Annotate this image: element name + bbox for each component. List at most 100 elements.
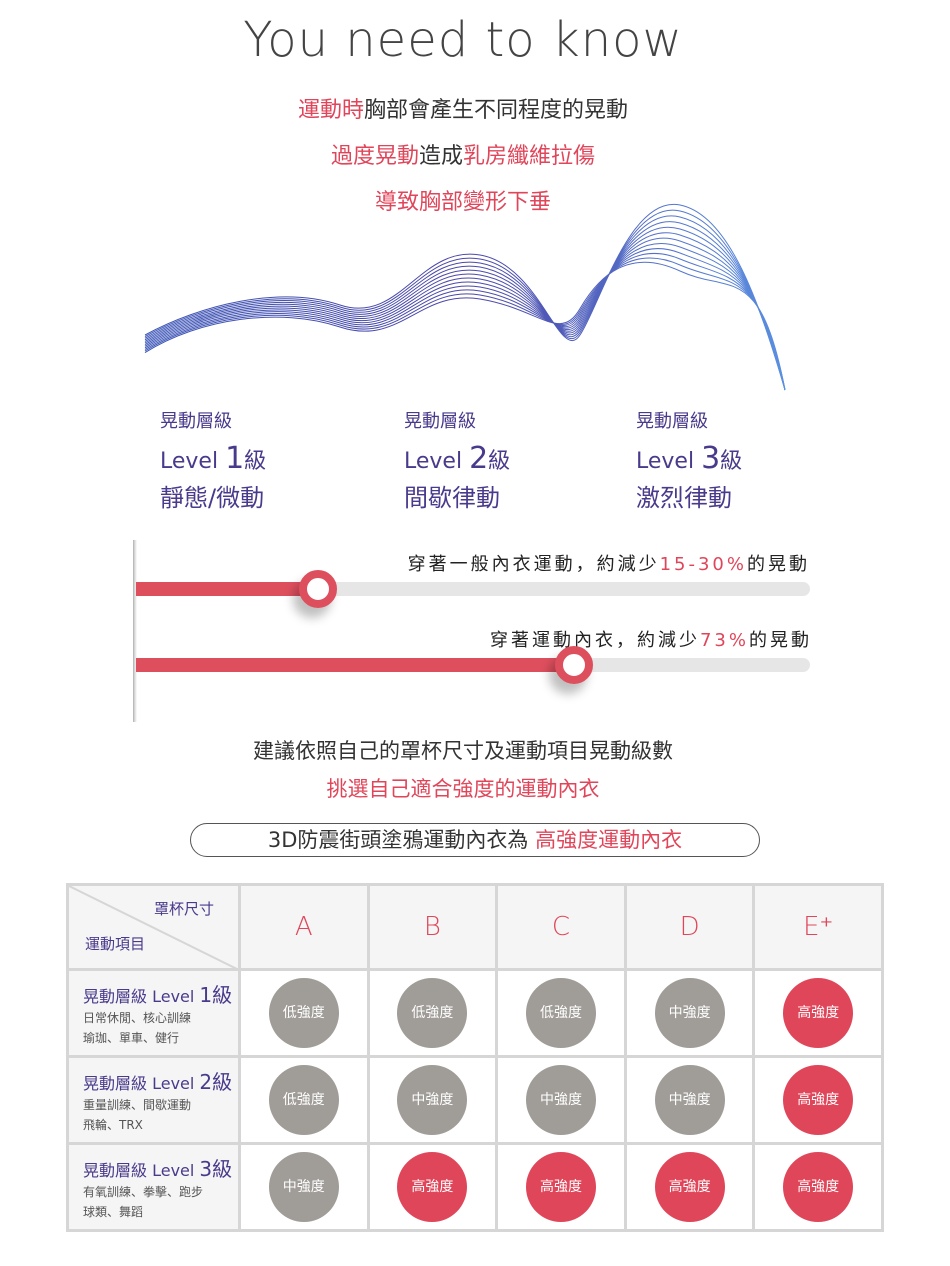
intensity-badge: 高強度 bbox=[783, 1065, 854, 1135]
bar-label-post: 的晃動 bbox=[747, 554, 810, 575]
bar-label-pre: 穿著一般內衣運動，約減少 bbox=[407, 554, 660, 575]
bar-label-pct: 73% bbox=[699, 630, 749, 651]
progress-knob bbox=[298, 570, 337, 608]
level-number: Level 3級 bbox=[636, 441, 742, 476]
row-sports-1: 重量訓練、間歇運動 bbox=[83, 1097, 192, 1112]
intro-segment: 造成 bbox=[418, 144, 463, 169]
column-header-C: C bbox=[495, 883, 627, 971]
table-cell: 中強度 bbox=[366, 1055, 499, 1145]
level-digit: 1 bbox=[225, 441, 245, 476]
wave-line bbox=[144, 248, 786, 391]
table-cell: 低強度 bbox=[238, 1055, 370, 1145]
row-header: 晃動層級 Level 2級重量訓練、間歇運動飛輪、TRX bbox=[66, 1055, 241, 1145]
row-title: 晃動層級 Level 3級 bbox=[83, 1153, 238, 1182]
product-pill: 3D防震街頭塗鴉運動內衣為 高強度運動內衣 bbox=[190, 823, 760, 857]
level-unit: 級 bbox=[720, 449, 743, 474]
column-header-D: D bbox=[623, 883, 756, 971]
progress-knob bbox=[555, 646, 594, 684]
level-desc: 間歇律動 bbox=[404, 484, 500, 512]
table-cell: 高強度 bbox=[752, 1055, 884, 1145]
sport-label: 運動項目 bbox=[85, 935, 146, 953]
intro-segment: 運動時 bbox=[297, 98, 364, 123]
bar-label: 穿著一般內衣運動，約減少15-30%的晃動 bbox=[408, 550, 810, 576]
table-cell: 高強度 bbox=[752, 968, 884, 1058]
row-sports-2: 飛輪、TRX bbox=[83, 1117, 143, 1132]
suggest-line2: 挑選自己適合強度的運動內衣 bbox=[326, 777, 600, 801]
table-cell: 高強度 bbox=[366, 1142, 499, 1232]
table-cell: 中強度 bbox=[238, 1142, 370, 1232]
level-word: Level bbox=[404, 449, 470, 474]
intensity-badge: 高強度 bbox=[525, 1152, 596, 1222]
row-sports-1: 有氧訓練、拳擊、跑步 bbox=[83, 1184, 204, 1199]
row-sports-2: 球類、舞蹈 bbox=[83, 1204, 144, 1219]
column-header-B: B bbox=[366, 883, 499, 971]
page-title: You need to know bbox=[243, 12, 683, 68]
intensity-badge: 低強度 bbox=[525, 978, 596, 1048]
cup-size-label: 罩杯尺寸 bbox=[153, 900, 214, 918]
wave-line bbox=[144, 237, 786, 391]
table-cell: 高強度 bbox=[495, 1142, 627, 1232]
table-cell: 低強度 bbox=[366, 968, 499, 1058]
row-label: 晃動層級 Level bbox=[83, 986, 200, 1006]
level-number: Level 2級 bbox=[404, 441, 510, 476]
table-cell: 中強度 bbox=[623, 968, 756, 1058]
level-number: Level 1級 bbox=[160, 441, 266, 476]
corner-cell: 罩杯尺寸 運動項目 bbox=[66, 883, 241, 971]
row-level: 1級 bbox=[199, 982, 233, 1007]
intensity-badge: 中強度 bbox=[397, 1065, 468, 1135]
row-label: 晃動層級 Level bbox=[83, 1160, 200, 1180]
table-cell: 低強度 bbox=[238, 968, 370, 1058]
wave-line bbox=[144, 209, 786, 391]
intro-segment: 過度晃動 bbox=[330, 144, 419, 169]
level-digit: 2 bbox=[469, 441, 489, 476]
intro-line: 運動時胸部會產生不同程度的晃動 bbox=[0, 92, 926, 124]
row-title: 晃動層級 Level 1級 bbox=[83, 979, 238, 1008]
table-cell: 中強度 bbox=[495, 1055, 627, 1145]
intro-line: 導致胸部變形下垂 bbox=[0, 184, 926, 216]
intensity-badge: 高強度 bbox=[397, 1152, 468, 1222]
table-cell: 高強度 bbox=[752, 1142, 884, 1232]
bar-label-post: 的晃動 bbox=[749, 630, 812, 651]
pill-text: 3D防震街頭塗鴉運動內衣為 bbox=[267, 828, 536, 852]
wave-line bbox=[144, 261, 786, 391]
level-desc: 靜態/微動 bbox=[160, 484, 265, 512]
level-heading: 晃動層級 bbox=[160, 411, 232, 432]
wave-line bbox=[144, 232, 786, 391]
level-block: 晃動層級 Level 2級間歇律動 bbox=[404, 407, 510, 513]
row-level: 3級 bbox=[199, 1156, 233, 1181]
bar-label-pre: 穿著運動內衣，約減少 bbox=[489, 630, 700, 651]
wave-line bbox=[144, 215, 786, 391]
intensity-badge: 中強度 bbox=[268, 1152, 339, 1222]
level-heading: 晃動層級 bbox=[404, 411, 476, 432]
divider bbox=[133, 540, 137, 722]
column-header-E: E⁺ bbox=[752, 883, 884, 971]
table-row: 晃動層級 Level 3級有氧訓練、拳擊、跑步球類、舞蹈中強度高強度高強度高強度… bbox=[66, 1142, 884, 1232]
table-cell: 低強度 bbox=[495, 968, 627, 1058]
row-sports-1: 日常休閒、核心訓練 bbox=[83, 1010, 192, 1025]
level-unit: 級 bbox=[244, 449, 267, 474]
intro-segment: 乳房纖維拉傷 bbox=[463, 144, 596, 169]
intro-segment: 導致胸部變形下垂 bbox=[374, 190, 551, 215]
progress-fill bbox=[136, 658, 575, 672]
row-label: 晃動層級 Level bbox=[83, 1073, 200, 1093]
level-unit: 級 bbox=[488, 449, 511, 474]
bar-label-pct: 15-30% bbox=[659, 554, 747, 575]
row-level: 2級 bbox=[199, 1069, 233, 1094]
pill-highlight: 高強度運動內衣 bbox=[535, 828, 683, 852]
wave-line bbox=[144, 226, 786, 391]
progress-track bbox=[136, 646, 810, 684]
level-digit: 3 bbox=[701, 441, 721, 476]
wave-line bbox=[144, 257, 786, 391]
intro-segment: 胸部會產生不同程度的晃動 bbox=[364, 98, 629, 123]
intensity-badge: 高強度 bbox=[783, 1152, 854, 1222]
level-word: Level bbox=[636, 449, 702, 474]
diagonal-line bbox=[69, 886, 241, 971]
wave-line bbox=[144, 253, 786, 391]
level-heading: 晃動層級 bbox=[636, 411, 708, 432]
table-cell: 中強度 bbox=[623, 1055, 756, 1145]
intensity-badge: 高強度 bbox=[783, 978, 854, 1048]
